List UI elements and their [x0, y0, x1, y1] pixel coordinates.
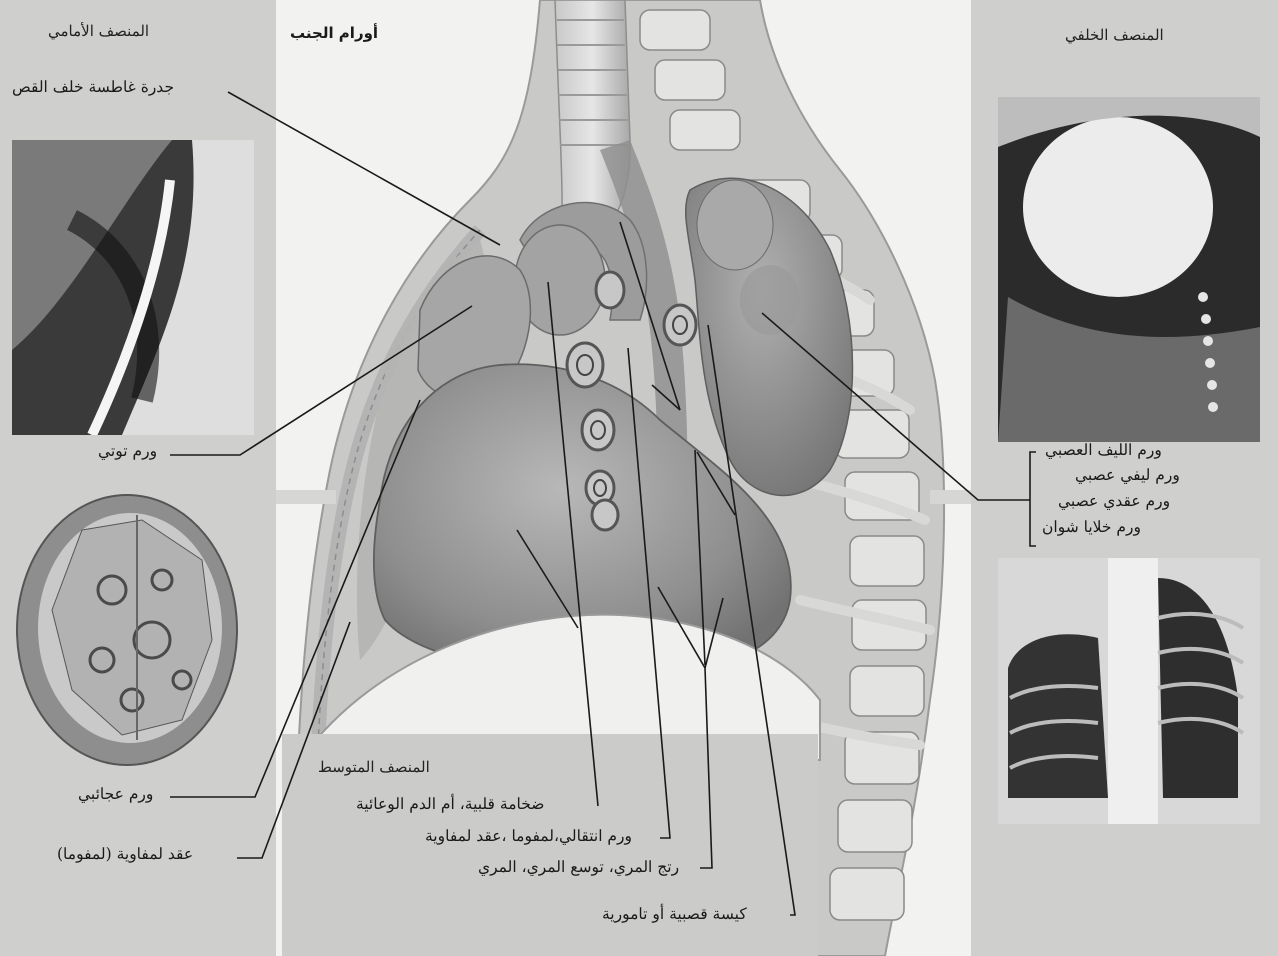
label-schwannoma: ورم خلايا شوان [1042, 518, 1141, 536]
anterior-mediastinum-header: المنصف الأمامي [48, 22, 149, 40]
teratoma-specimen-image [12, 490, 242, 770]
label-cardiomegaly: ضخامة قلبية، أم الدم الوعائية [356, 795, 544, 813]
label-ganglioneuroma: ورم عقدي عصبي [1058, 492, 1170, 510]
label-retrosternal-goiter: جدرة غاطسة خلف القص [12, 78, 174, 96]
label-neurofibroma-2: ورم ليفي عصبي [1075, 466, 1180, 484]
middle-mediastinum-header: المنصف المتوسط [318, 758, 430, 776]
label-teratoma: ورم عجائبي [78, 785, 153, 803]
posterior-lateral-xray-image [998, 97, 1260, 442]
left-connector-bar [276, 490, 336, 504]
posterior-mediastinum-header: المنصف الخلفي [1065, 26, 1164, 44]
right-connector-bar [930, 490, 971, 504]
label-bronchogenic-cyst: كيسة قصبية أو تامورية [602, 905, 747, 923]
label-metastatic-tumor: ورم انتقالي،لمفوما ،عقد لمفاوية [425, 827, 632, 845]
label-thymoma: ورم توتي [98, 442, 157, 460]
posterior-frontal-xray-image [998, 558, 1260, 824]
diagram-title: أورام الجنب [290, 24, 378, 42]
label-neurofibroma: ورم الليف العصبي [1045, 441, 1162, 459]
label-lymphoma: عقد لمفاوية (لمفوما) [57, 845, 193, 863]
anterior-xray-image [12, 140, 254, 435]
label-esophageal: رتج المري، توسع المري، المري [478, 858, 679, 876]
